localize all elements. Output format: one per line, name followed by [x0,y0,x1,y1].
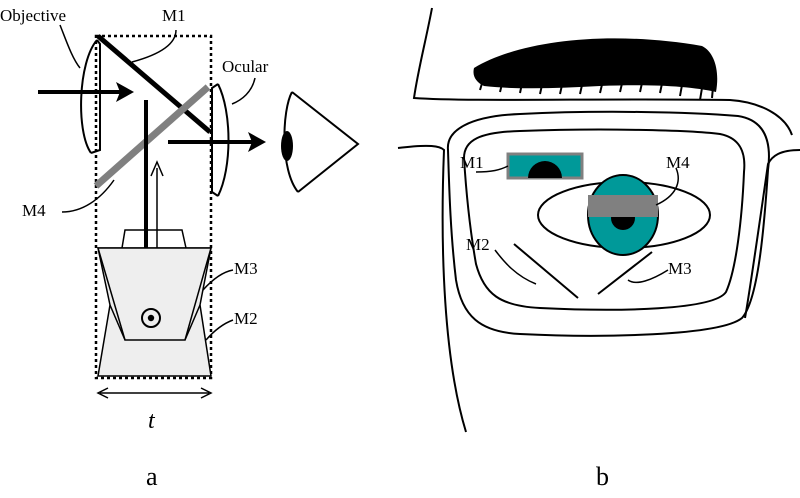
incoming-ray-head [116,82,134,102]
m2-leader [205,319,234,341]
label-m4-b: M4 [666,153,690,172]
label-m2-b: M2 [466,235,490,254]
objective-lens [80,39,98,154]
mirror-m2-b [513,243,579,299]
label-m1-a: M1 [162,6,186,25]
label-objective: Objective [0,6,66,25]
outgoing-ray-head [248,132,266,152]
m2-b-leader [494,249,537,285]
label-thickness: t [148,408,156,434]
side-eye-icon [281,91,360,193]
face-left-edge [397,144,467,433]
glasses-frame-inner [462,128,746,311]
upward-ray-head [150,160,164,177]
label-m2-a: M2 [234,309,258,328]
m3-leader [202,269,234,291]
label-m4-a: M4 [22,201,46,220]
glasses-frame-outer [446,110,770,337]
label-m1-b: M1 [460,153,484,172]
panel-b: M1 M4 M2 M3 b [397,7,800,491]
prism-block [96,229,212,377]
mirror-m4 [93,84,211,189]
target-icon [141,308,161,328]
panel-a-caption: a [146,462,158,491]
forehead-line [412,7,793,136]
ocular-leader [231,77,256,105]
m1-b-half-pupil [528,161,562,178]
face-right-edge [744,149,800,319]
mirror-m1 [96,34,212,134]
m3-b-leader [627,269,669,284]
label-m3-b: M3 [668,259,692,278]
m4-b-leader [655,167,679,206]
panel-a: Objective M1 Ocular M4 M3 M2 t a [0,6,360,491]
panel-b-caption: b [596,462,609,491]
mirror-m3-b [597,251,653,295]
m1-leader [131,29,177,63]
m4-leader [61,179,115,213]
eyebrow [473,38,718,101]
prism-top-cap [121,229,187,249]
label-m3-a: M3 [234,259,258,278]
objective-leader [59,24,81,69]
mirror-m4-b [588,195,658,217]
m1-b-leader [475,165,509,173]
label-ocular: Ocular [222,57,269,76]
